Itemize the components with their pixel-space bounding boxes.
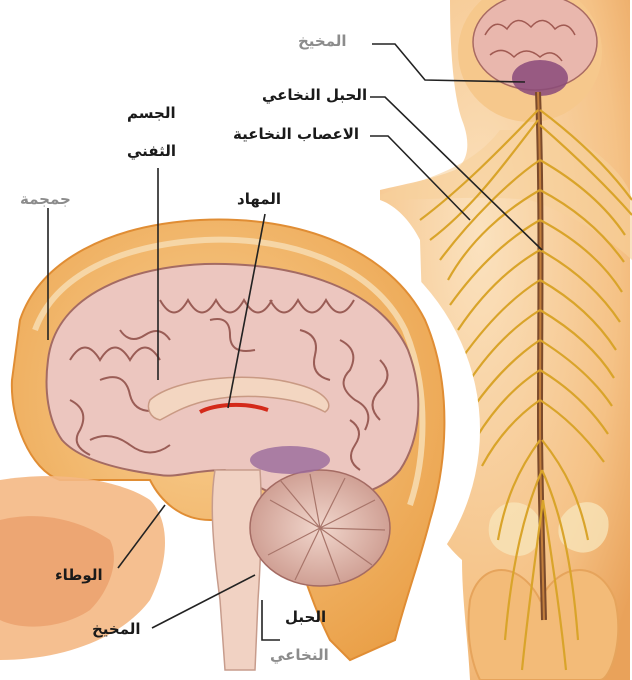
label-spinal-cord-upper: الحبل النخاعي	[262, 86, 367, 104]
label-spinal-cord-line1: الحبل	[285, 608, 326, 626]
label-spinal-cord-line2: النخاعي	[270, 646, 329, 664]
label-corpus-line2: الثفني	[127, 142, 176, 160]
label-corpus-line1: الجسم	[127, 104, 176, 122]
label-brain-upper: المخيخ	[298, 32, 347, 50]
label-thalamus: المهاد	[237, 190, 281, 208]
label-hypothalamus: الوطاء	[55, 566, 103, 584]
label-skull: جمجمة	[20, 190, 71, 208]
label-spinal-nerves: الاعصاب النخاعية	[233, 125, 359, 143]
label-cerebellum: المخيخ	[92, 620, 141, 638]
head-section	[0, 200, 480, 670]
